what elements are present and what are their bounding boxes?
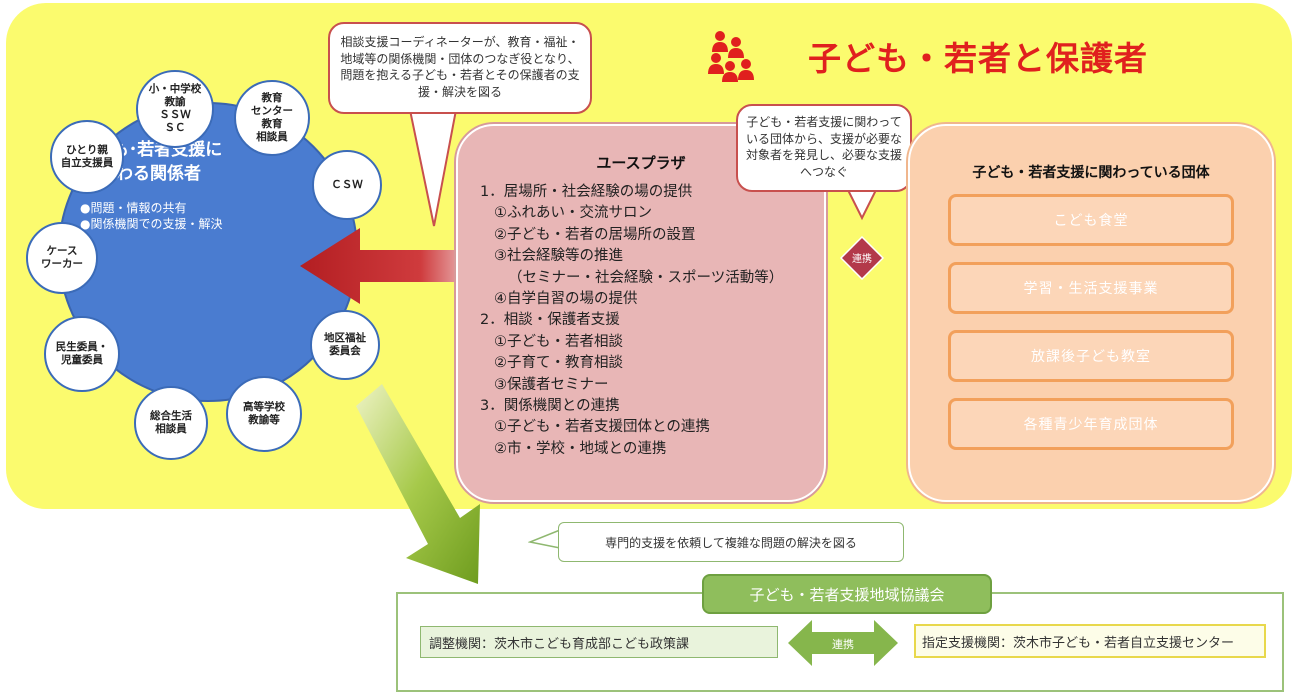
- stakeholder-node-label: 民生委員・ 児童委員: [55, 341, 109, 366]
- youth-plaza-item: ①ふれあい・交流サロン: [494, 205, 652, 222]
- stakeholder-node-label: ひとり親 自立支援員: [60, 144, 114, 169]
- stakeholder-node: 小・中学校 教諭 ＳＳＷ ＳＣ: [136, 70, 214, 148]
- youth-plaza-item: 2．相談・保護者支援: [480, 312, 620, 329]
- bullet-item: ●問題・情報の共有: [80, 201, 187, 215]
- stakeholder-node-label: 高等学校 教諭等: [243, 401, 285, 426]
- stakeholder-node: 教育 センター 教育 相談員: [234, 80, 310, 156]
- stakeholders-bullets: ●問題・情報の共有 ●関係機関での支援・解決: [80, 200, 222, 232]
- council-title: 子ども・若者支援地域協議会: [702, 574, 992, 614]
- coordinating-agency: 調整機関：茨木市こども育成部こども政策課: [420, 626, 778, 658]
- stakeholder-node: ひとり親 自立支援員: [50, 120, 124, 194]
- organizations-title: 子ども・若者支援に関わっている団体: [972, 165, 1210, 181]
- bullet-item: ●関係機関での支援・解決: [80, 217, 223, 231]
- youth-plaza-item: ②子育て・教育相談: [494, 355, 623, 372]
- youth-plaza-title: ユースプラザ: [596, 154, 686, 172]
- youth-plaza-item: ②市・学校・地域との連携: [494, 440, 667, 457]
- org-item: こども食堂: [948, 194, 1234, 246]
- stakeholder-node: 地区福祉 委員会: [310, 310, 380, 380]
- link-diamond: 連携: [840, 236, 884, 280]
- youth-plaza-item: ①子ども・若者支援団体との連携: [494, 419, 710, 436]
- stakeholder-node: ＣＳＷ: [312, 150, 382, 220]
- youth-plaza-list: 1．居場所・社会経験の場の提供 ①ふれあい・交流サロン ②子ども・若者の居場所の設置…: [480, 182, 783, 460]
- youth-plaza-item: 1．居場所・社会経験の場の提供: [480, 184, 693, 200]
- youth-plaza-item: ②子ども・若者の居場所の設置: [494, 226, 696, 243]
- stakeholder-node: 総合生活 相談員: [134, 386, 208, 460]
- stakeholder-node-label: ケース ワーカー: [41, 245, 83, 270]
- stakeholder-node: 民生委員・ 児童委員: [44, 316, 120, 392]
- people-group-icon: [708, 31, 754, 82]
- stakeholder-node-label: ＣＳＷ: [331, 178, 363, 191]
- stakeholder-node-label: 教育 センター 教育 相談員: [251, 92, 293, 143]
- coordinator-bubble: 相談支援コーディネーターが、教育・福祉・地域等の関係機関・団体のつなぎ役となり、…: [328, 22, 592, 114]
- support-groups-bubble: 子ども・若者支援に関わっている団体から、支援が必要な対象者を発見し、必要な支援へ…: [736, 104, 912, 192]
- youth-plaza-item: ④自学自習の場の提供: [494, 291, 638, 308]
- red-arrow-left: [300, 228, 472, 304]
- stakeholder-node-label: 小・中学校 教諭 ＳＳＷ ＳＣ: [148, 83, 202, 134]
- bubble-tail: [528, 529, 561, 549]
- org-item: 各種青少年育成団体: [948, 398, 1234, 450]
- youth-plaza-item: ③社会経験等の推進: [494, 248, 623, 265]
- stakeholder-node-label: 総合生活 相談員: [150, 410, 192, 435]
- youth-plaza-item: ③保護者セミナー: [494, 376, 609, 393]
- designated-agency: 指定支援機関：茨木市子ども・若者自立支援センター: [914, 624, 1266, 658]
- green-arrow-down: [356, 384, 480, 584]
- stakeholder-node: ケース ワーカー: [26, 222, 98, 294]
- stakeholder-node-label: 地区福祉 委員会: [324, 332, 366, 357]
- youth-plaza-item: ①子ども・若者相談: [494, 333, 623, 350]
- org-item: 放課後子ども教室: [948, 330, 1234, 382]
- stakeholder-node: 高等学校 教諭等: [226, 376, 302, 452]
- stakeholders-title-line2: 関わる関係者: [99, 164, 201, 184]
- bubble-tail: [408, 108, 458, 227]
- org-item: 学習・生活支援事業: [948, 262, 1234, 314]
- council-link-label: 連携: [832, 637, 854, 651]
- double-arrow-icon: 連携: [788, 620, 898, 666]
- youth-plaza-item: （セミナー・社会経験・スポーツ活動等）: [508, 269, 784, 286]
- specialist-bubble: 専門的支援を依頼して複雑な問題の解決を図る: [558, 522, 904, 562]
- organizations-box: 子ども・若者支援に関わっている団体 こども食堂 学習・生活支援事業 放課後子ども…: [908, 124, 1274, 502]
- youth-plaza-item: 3．関係機関との連携: [480, 398, 620, 415]
- link-label: 連携: [852, 252, 872, 265]
- page-title: 子ども・若者と保護者: [808, 39, 1148, 78]
